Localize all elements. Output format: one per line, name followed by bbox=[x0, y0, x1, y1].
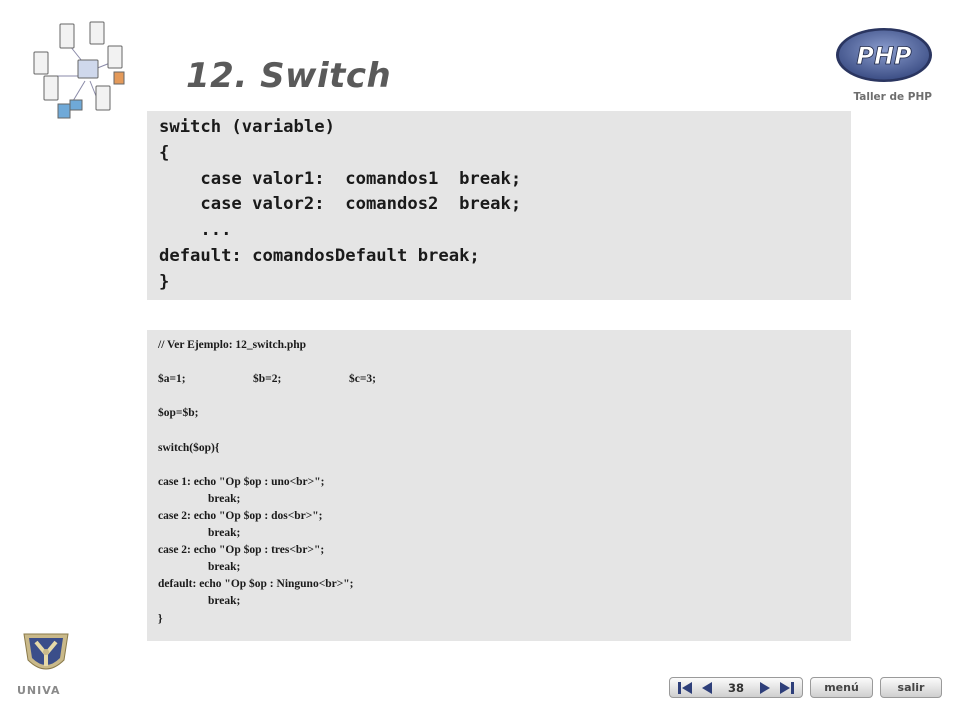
first-slide-icon[interactable] bbox=[676, 680, 694, 696]
univa-logo-icon bbox=[23, 633, 69, 670]
example-blank-line bbox=[158, 422, 851, 439]
network-servers-icon bbox=[33, 21, 125, 119]
slide-title: 12. Switch bbox=[186, 56, 392, 96]
example-case-1: case 1: echo "Op $op : uno<br>"; bbox=[158, 475, 325, 488]
code-line: ... bbox=[159, 220, 232, 241]
menu-button[interactable]: menú bbox=[810, 677, 873, 698]
next-slide-icon[interactable] bbox=[756, 680, 774, 696]
exit-button[interactable]: salir bbox=[880, 677, 942, 698]
php-logo-text: PHP bbox=[856, 42, 912, 70]
example-blank-line bbox=[158, 354, 851, 371]
previous-slide-icon[interactable] bbox=[698, 680, 716, 696]
code-line: } bbox=[159, 271, 170, 292]
syntax-code-block: switch (variable) { case valor1: comando… bbox=[147, 111, 851, 300]
last-slide-icon[interactable] bbox=[778, 680, 796, 696]
var-b: $b=2; bbox=[253, 373, 282, 386]
example-close: } bbox=[158, 612, 163, 625]
example-break-2: break; bbox=[208, 527, 241, 540]
example-blank-line bbox=[158, 457, 851, 474]
example-break-1: break; bbox=[208, 492, 241, 505]
code-line: default: comandosDefault break; bbox=[159, 245, 480, 266]
example-switch-open: switch($op){ bbox=[158, 441, 220, 454]
example-code-block: // Ver Ejemplo: 12_switch.php $a=1; $b=2;… bbox=[147, 330, 851, 641]
example-vars-line: $a=1; $b=2; $c=3; bbox=[158, 371, 851, 388]
code-line: case valor2: comandos2 break; bbox=[159, 194, 522, 215]
code-line: { bbox=[159, 142, 170, 163]
example-case-2: case 2: echo "Op $op : dos<br>"; bbox=[158, 509, 323, 522]
example-break-3: break; bbox=[208, 561, 241, 574]
example-case-3: case 2: echo "Op $op : tres<br>"; bbox=[158, 544, 325, 557]
example-comment: // Ver Ejemplo: 12_switch.php bbox=[158, 339, 307, 351]
php-logo: PHP bbox=[836, 28, 932, 82]
code-line: case valor1: comandos1 break; bbox=[159, 168, 522, 189]
code-line: switch (variable) bbox=[159, 117, 335, 137]
example-break-4: break; bbox=[208, 595, 241, 608]
course-label: Taller de PHP bbox=[853, 91, 932, 103]
slide-navigation-bar: 38 bbox=[669, 677, 803, 698]
example-assign: $op=$b; bbox=[158, 407, 199, 420]
example-blank-line bbox=[158, 388, 851, 405]
example-default: default: echo "Op $op : Ninguno<br>"; bbox=[158, 578, 354, 591]
page-number: 38 bbox=[727, 680, 744, 695]
var-c: $c=3; bbox=[349, 373, 376, 386]
var-a: $a=1; bbox=[158, 373, 186, 386]
univa-label: UNIVA bbox=[17, 684, 61, 697]
